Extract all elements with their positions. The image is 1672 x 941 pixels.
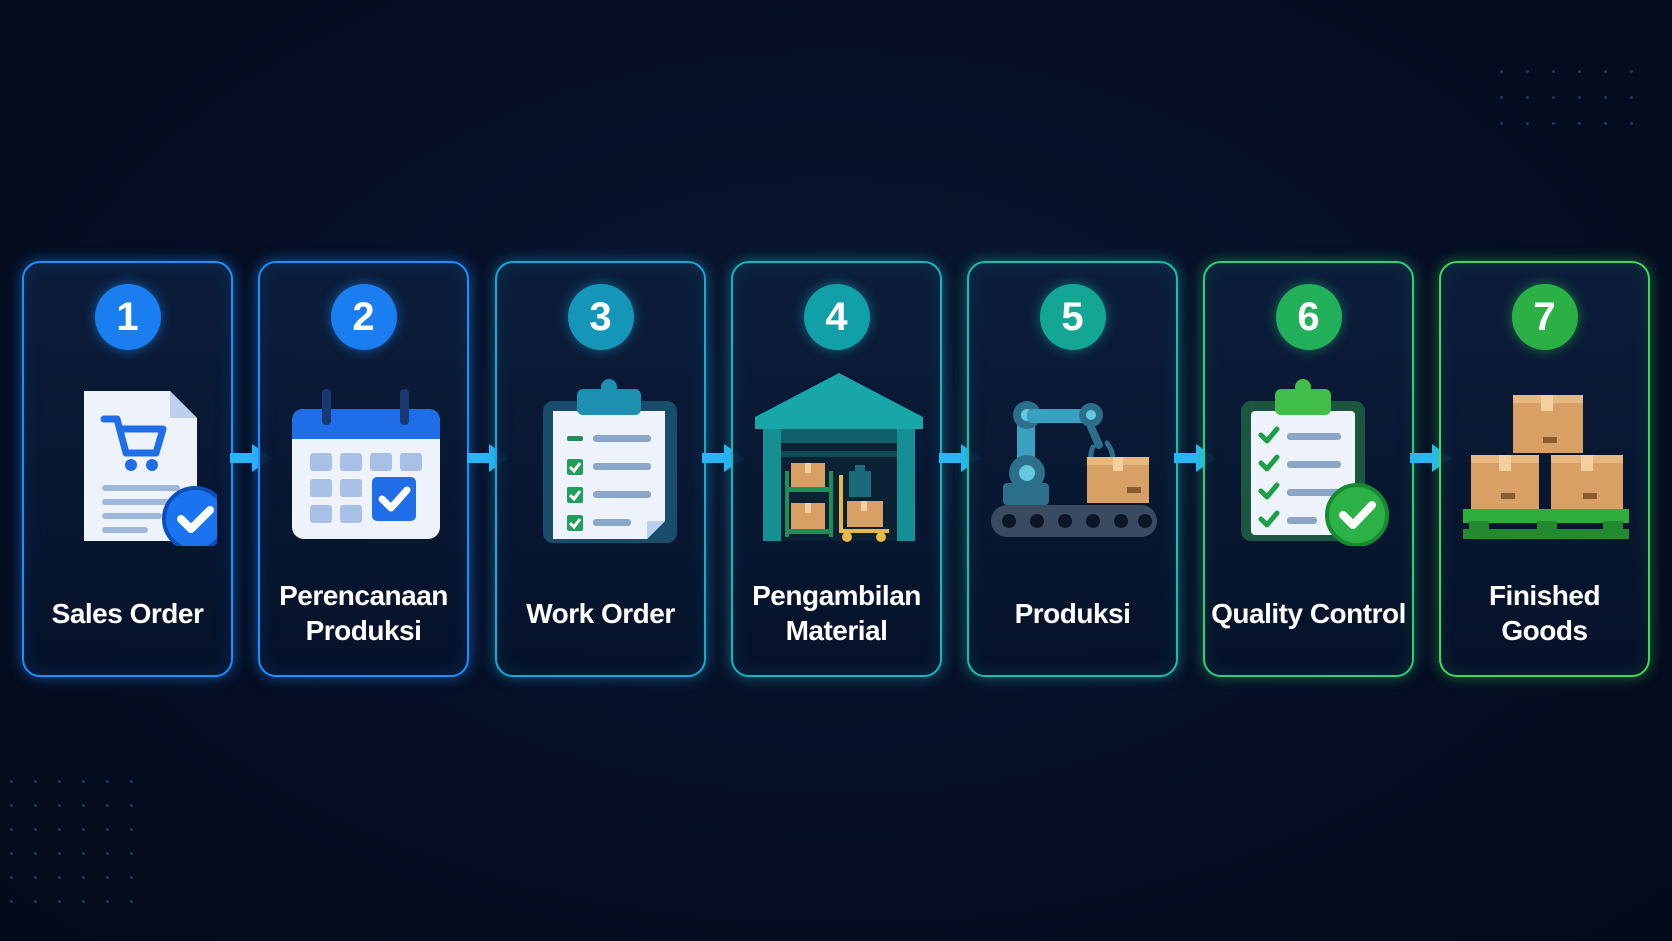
decor-dot: [1630, 122, 1633, 125]
decor-dot: [106, 852, 109, 855]
decor-dot: [34, 828, 37, 831]
decor-dot: [130, 900, 133, 903]
decor-dot: [58, 828, 61, 831]
decor-dot: [10, 828, 13, 831]
decor-dot: [34, 876, 37, 879]
decor-dot: [106, 900, 109, 903]
decor-dot: [1500, 96, 1503, 99]
step-label: Pengambilan Material: [752, 580, 921, 646]
decor-dot: [1604, 96, 1607, 99]
decor-dot: [1578, 96, 1581, 99]
step-label: Work Order: [526, 597, 675, 629]
decor-dot: [1526, 96, 1529, 99]
decor-dot: [1604, 70, 1607, 73]
decor-dot: [82, 828, 85, 831]
decor-dot: [82, 852, 85, 855]
decor-dot: [1500, 122, 1503, 125]
decor-dot: [58, 780, 61, 783]
decor-dots-top-right: [1500, 70, 1660, 140]
decor-dot: [1526, 122, 1529, 125]
step-label: Sales Order: [51, 597, 204, 629]
decor-dot: [106, 876, 109, 879]
decor-dot: [58, 804, 61, 807]
decor-dot: [10, 852, 13, 855]
boxes-on-pallet-icon: [1463, 395, 1629, 539]
clipboard-checklist-icon: [543, 379, 677, 543]
decor-dot: [1578, 70, 1581, 73]
decor-dot: [1552, 96, 1555, 99]
decor-dot: [34, 780, 37, 783]
shopping-cart-document-icon: [84, 391, 217, 546]
decor-dot: [130, 828, 133, 831]
step-card-quality-control: 6 Quality Control: [1203, 261, 1414, 677]
step-number-badge: 6: [1275, 284, 1342, 350]
decor-dot: [130, 780, 133, 783]
decor-dot: [58, 852, 61, 855]
decor-dots-bottom-left: [10, 780, 160, 930]
decor-dot: [10, 780, 13, 783]
decor-dot: [10, 876, 13, 879]
decor-dot: [34, 900, 37, 903]
warehouse-icon: [755, 373, 923, 542]
decor-dot: [1552, 70, 1555, 73]
decor-dot: [130, 876, 133, 879]
decor-dot: [34, 852, 37, 855]
robot-arm-conveyor-icon: [991, 401, 1157, 537]
decor-dot: [58, 876, 61, 879]
step-number-badge: 2: [330, 284, 397, 350]
decor-dot: [82, 900, 85, 903]
decor-dot: [1526, 70, 1529, 73]
step-number-badge: 7: [1511, 284, 1578, 350]
decor-dot: [82, 780, 85, 783]
step-card-sales-order: 1 Sales Order: [22, 261, 233, 677]
decor-dot: [106, 828, 109, 831]
calendar-check-icon: [292, 389, 440, 539]
step-number-badge: 3: [567, 284, 634, 350]
decor-dot: [1630, 70, 1633, 73]
decor-dot: [130, 852, 133, 855]
step-label: Perencanaan Produksi: [279, 580, 448, 646]
decor-dot: [130, 804, 133, 807]
step-card-pengambilan-material: 4 Pengambilan Material: [731, 261, 942, 677]
step-card-produksi: 5 Produksi: [967, 261, 1178, 677]
step-number-badge: 5: [1039, 284, 1106, 350]
step-label: Quality Control: [1211, 597, 1406, 629]
decor-dot: [1500, 70, 1503, 73]
decor-dot: [1604, 122, 1607, 125]
step-card-perencanaan-produksi: 2 Perencanaan Produksi: [258, 261, 469, 677]
decor-dot: [58, 900, 61, 903]
decor-dot: [10, 804, 13, 807]
step-label: Finished Goods: [1488, 580, 1601, 646]
step-number-badge: 4: [803, 284, 870, 350]
decor-dot: [82, 876, 85, 879]
decor-dot: [1552, 122, 1555, 125]
step-card-work-order: 3 Work Order: [495, 261, 706, 677]
decor-dot: [1630, 96, 1633, 99]
step-label: Produksi: [1014, 597, 1131, 629]
decor-dot: [10, 900, 13, 903]
step-card-finished-goods: 7 Finished Goods: [1439, 261, 1650, 677]
decor-dot: [82, 804, 85, 807]
decor-dot: [106, 804, 109, 807]
decor-dot: [106, 780, 109, 783]
step-number-badge: 1: [94, 284, 161, 350]
decor-dot: [1578, 122, 1581, 125]
quality-checklist-icon: [1241, 379, 1389, 546]
decor-dot: [34, 804, 37, 807]
